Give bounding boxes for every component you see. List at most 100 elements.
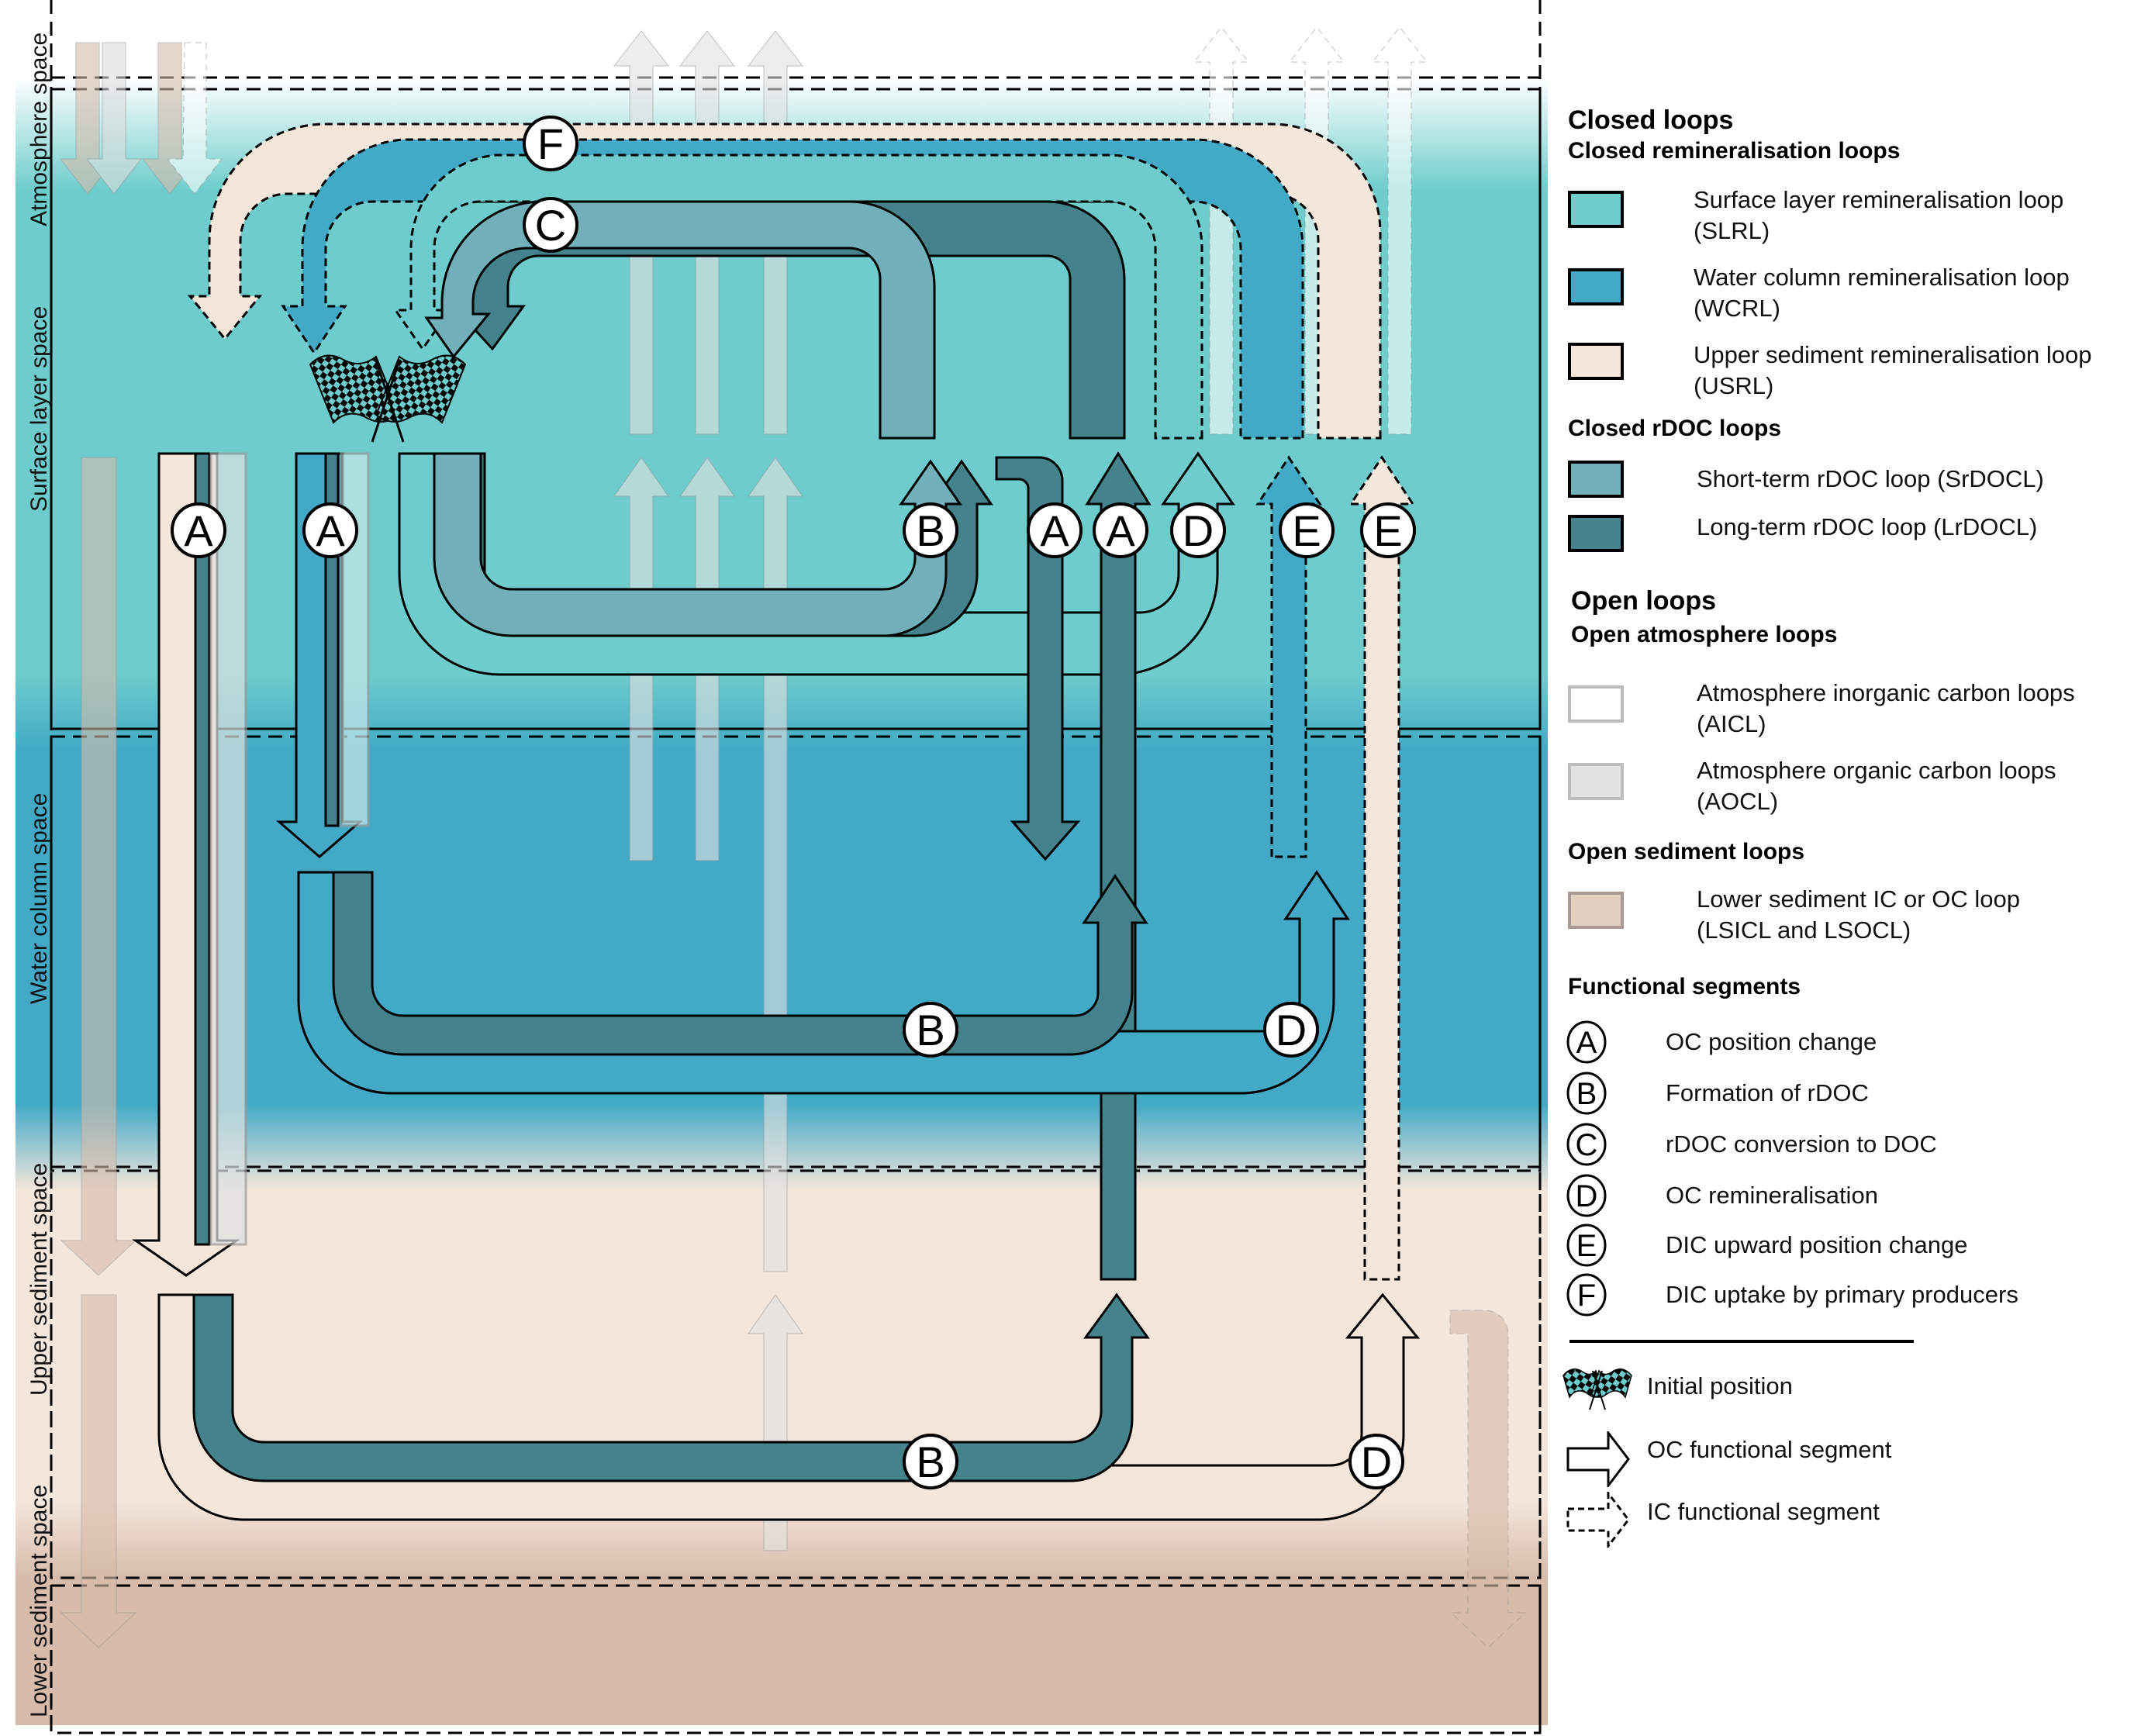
legend-open-atm-title: Open atmosphere loops xyxy=(1571,622,1838,647)
legend-label-aicl: Atmosphere inorganic carbon loops (AICL) xyxy=(1697,679,2075,737)
legend-swatch-lrdocl xyxy=(1568,515,1624,552)
space-label-water: Water column space xyxy=(26,792,52,1004)
svg-text:E: E xyxy=(1373,506,1402,555)
marker-B-water: B xyxy=(903,1002,958,1058)
space-label-surface: Surface layer space xyxy=(26,305,52,512)
svg-text:B: B xyxy=(916,1006,944,1054)
marker-B-sediment: B xyxy=(903,1434,958,1489)
marker-E-usrl: E xyxy=(1360,502,1416,558)
aicl-up-arrow-3 xyxy=(1371,26,1428,435)
svg-text:D: D xyxy=(1183,506,1214,555)
legend-label-slrl: Surface layer remineralisation loop (SLR… xyxy=(1694,186,2064,244)
segment-b-icon: B xyxy=(1566,1072,1607,1115)
segment-f-icon: F xyxy=(1566,1273,1607,1317)
svg-text:D: D xyxy=(1276,1006,1307,1054)
svg-text:A: A xyxy=(1040,506,1069,555)
legend-label-lrdocl: Long-term rDOC loop (LrDOCL) xyxy=(1697,513,2038,540)
legend-closed-title: Closed loops xyxy=(1568,105,1734,135)
svg-text:A: A xyxy=(1106,506,1135,555)
space-label-lower-sediment: Lower sediment space xyxy=(26,1484,52,1717)
legend-swatch-lsl xyxy=(1568,892,1624,929)
legend-swatch-slrl xyxy=(1568,191,1624,228)
space-boundaries xyxy=(50,0,1542,1736)
legend-label-lsl: Lower sediment IC or OC loop (LSICL and … xyxy=(1697,885,2020,944)
segment-markers: F C A A B A A D E E B D B D xyxy=(171,116,1416,1489)
segment-c-icon: C xyxy=(1566,1123,1607,1166)
legend-closed-rdoc-title: Closed rDOC loops xyxy=(1568,416,1782,441)
segment-d-label: OC remineralisation xyxy=(1666,1182,1878,1209)
legend-divider xyxy=(1569,1340,1914,1343)
legend-open-sed-title: Open sediment loops xyxy=(1568,839,1805,865)
slrl-ic-arc xyxy=(393,154,1203,440)
svg-text:F: F xyxy=(537,119,564,168)
svg-text:B: B xyxy=(916,1437,944,1486)
legend-swatch-usrl xyxy=(1568,343,1624,380)
legend-swatch-aicl xyxy=(1568,685,1624,723)
svg-text:B: B xyxy=(916,506,944,555)
svg-text:E: E xyxy=(1576,1229,1597,1263)
dic-uptake-loops xyxy=(187,123,1382,440)
legend-label-srdocl: Short-term rDOC loop (SrDOCL) xyxy=(1697,465,2044,492)
space-label-atmosphere: Atmosphere space xyxy=(26,32,52,226)
srdocl-c-loop xyxy=(424,200,936,440)
marker-C-top: C xyxy=(523,197,578,253)
legend-initial-position-label: Initial position xyxy=(1647,1372,1793,1399)
lower-sediment-right-ic-arrow xyxy=(1449,1310,1527,1648)
marker-D-surface: D xyxy=(1170,502,1226,558)
lower-sediment-left-arrow xyxy=(60,457,137,1276)
svg-text:C: C xyxy=(535,201,566,250)
segment-e-label: DIC upward position change xyxy=(1666,1231,1968,1258)
ic-segment-arrow-icon xyxy=(1566,1492,1630,1548)
legend-label-usrl: Upper sediment remineralisation loop (US… xyxy=(1694,341,2092,399)
aocl-down-arrow-top xyxy=(85,42,143,195)
svg-text:A: A xyxy=(184,506,213,555)
srdocl-u-loop xyxy=(433,452,962,637)
legend-label-aocl: Atmosphere organic carbon loops (AOCL) xyxy=(1697,757,2056,815)
svg-text:D: D xyxy=(1361,1437,1392,1486)
segment-e-icon: E xyxy=(1566,1223,1607,1267)
legend-open-title: Open loops xyxy=(1571,586,1716,616)
segment-f-label: DIC uptake by primary producers xyxy=(1666,1281,2018,1308)
marker-F-top: F xyxy=(523,116,578,171)
legend-panel: Closed loops Closed remineralisation loo… xyxy=(1549,90,2122,1576)
segment-b-label: Formation of rDOC xyxy=(1666,1079,1869,1106)
aocl-up-arrow-lower-3 xyxy=(748,457,803,1272)
marker-A-usrl: A xyxy=(171,502,226,558)
marker-E-wcrl: E xyxy=(1279,502,1335,558)
segment-d-icon: D xyxy=(1566,1174,1607,1217)
water-column-loops xyxy=(297,870,1350,1095)
space-label-upper-sediment: Upper sediment space xyxy=(26,1162,52,1396)
segment-a-icon: A xyxy=(1566,1020,1607,1064)
legend-closed-remin-title: Closed remineralisation loops xyxy=(1568,138,1901,164)
marker-B-surface: B xyxy=(903,502,958,558)
marker-A-lrdoc-down: A xyxy=(1027,502,1083,558)
legend-swatch-wcrl xyxy=(1568,268,1624,305)
aicl-up-arrow-1 xyxy=(1193,26,1250,435)
marker-A-wcrl: A xyxy=(302,502,358,558)
svg-text:A: A xyxy=(1576,1026,1597,1060)
svg-text:D: D xyxy=(1576,1179,1598,1213)
legend-label-wcrl: Water column remineralisation loop (WCRL… xyxy=(1694,264,2070,322)
marker-D-sediment: D xyxy=(1348,1434,1404,1489)
usrl-e-arrow xyxy=(1348,455,1415,1281)
rdoc-conversion-loops xyxy=(424,200,1126,440)
svg-text:B: B xyxy=(1576,1077,1597,1111)
lrdocl-water-u-loop xyxy=(332,871,1148,1056)
marker-D-water: D xyxy=(1263,1002,1319,1058)
svg-text:A: A xyxy=(316,506,345,555)
oc-segment-arrow-icon xyxy=(1566,1431,1630,1487)
legend-segments-title: Functional segments xyxy=(1568,974,1801,999)
legend-swatch-srdocl xyxy=(1568,461,1624,498)
lower-sediment-left-arrow-2 xyxy=(60,1294,137,1648)
legend-ic-segment-label: IC functional segment xyxy=(1647,1498,1880,1525)
checkered-flags-legend-icon xyxy=(1563,1368,1632,1410)
legend-swatch-aocl xyxy=(1568,763,1624,800)
lrdocl-down-stripe-left xyxy=(194,452,211,1246)
aicl-down-arrow-top xyxy=(166,42,223,195)
aocl-stripe-left xyxy=(209,452,247,1246)
segment-a-label: OC position change xyxy=(1666,1028,1877,1055)
segment-c-label: rDOC conversion to DOC xyxy=(1666,1130,1937,1158)
marker-A-lrdoc-up: A xyxy=(1093,502,1148,558)
svg-text:C: C xyxy=(1576,1128,1598,1162)
